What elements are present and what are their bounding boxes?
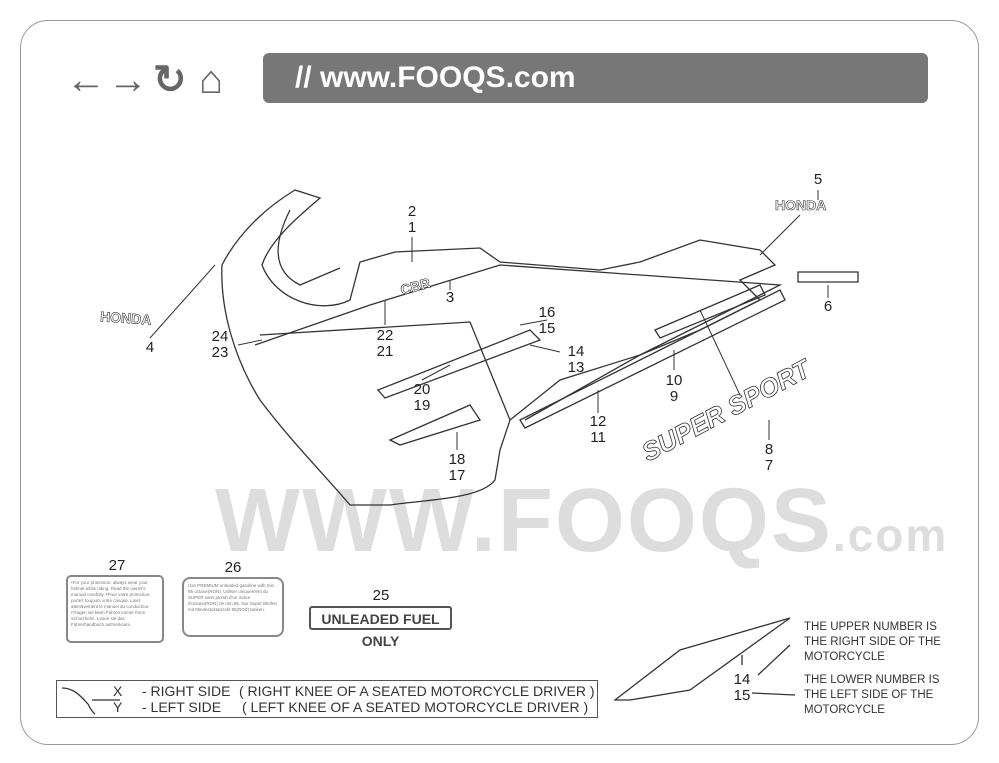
callout-2: 2 <box>407 203 417 220</box>
callout-19: 19 <box>413 397 431 414</box>
callout-11: 11 <box>590 429 606 446</box>
knee-icon <box>61 687 120 715</box>
callout-4: 4 <box>145 339 155 356</box>
honda-decal-left: HONDA <box>100 308 152 328</box>
callout-24: 24 <box>211 328 229 345</box>
callout-20: 20 <box>413 381 431 398</box>
callout-9: 9 <box>669 388 679 405</box>
home-icon[interactable]: ⌂ <box>199 58 224 102</box>
leader-lines <box>149 190 829 450</box>
callout-6: 6 <box>823 298 833 315</box>
fairing-inner <box>277 209 341 286</box>
callout-23: 23 <box>211 344 229 361</box>
callout-5: 5 <box>813 171 823 188</box>
side-legend <box>56 680 598 718</box>
arrow-right-icon[interactable]: → <box>108 58 148 102</box>
sample-stripe <box>613 617 791 701</box>
note-lower-number: 15 <box>733 687 751 704</box>
callout-27: 27 <box>108 557 126 574</box>
callout-10: 10 <box>665 372 683 389</box>
callout-26: 26 <box>224 559 242 576</box>
stripe-lower <box>259 321 511 421</box>
callout-14: 14 <box>567 343 585 360</box>
callout-21: 21 <box>376 343 394 360</box>
honda-decal-top: HONDA <box>775 197 826 213</box>
watermark-main: WWW.FOOQS <box>215 471 833 571</box>
callout-12: 12 <box>589 413 607 430</box>
stripe-18 <box>388 404 482 446</box>
super-sport-decal: SUPER SPORT <box>637 353 817 468</box>
fuel-octane-label: Use PREMIUM unleaded gasoline with min 9… <box>182 577 284 637</box>
note-upper-text: THE UPPER NUMBER IS THE RIGHT SIDE OF TH… <box>804 621 941 663</box>
callout-25: 25 <box>372 587 390 604</box>
watermark-suffix: .com <box>832 509 949 561</box>
note-upper-number: 14 <box>733 671 751 688</box>
legend-y-text: - LEFT SIDE <box>142 699 222 715</box>
helmet-warning-label: •For your protection, always wear your h… <box>66 575 164 643</box>
callout-3: 3 <box>445 289 455 306</box>
stripe-10 <box>654 284 766 339</box>
url-bar[interactable]: // www.FOOQS.com <box>263 53 928 103</box>
callout-13: 13 <box>567 359 585 376</box>
arrow-left-icon[interactable]: ← <box>66 58 106 102</box>
stripe-12 <box>519 289 786 429</box>
reload-icon[interactable]: ↻ <box>153 58 187 102</box>
decal-6 <box>797 271 859 283</box>
cbr-decal: CBR <box>399 275 432 298</box>
watermark: WWW.FOOQS.com <box>215 476 948 566</box>
legend-y-desc: ( LEFT KNEE OF A SEATED MOTORCYCLE DRIVE… <box>242 699 589 715</box>
callout-16: 16 <box>538 304 556 321</box>
frame <box>20 20 979 745</box>
callout-22: 22 <box>376 327 394 344</box>
callout-17: 17 <box>448 467 466 484</box>
callout-15: 15 <box>538 320 556 337</box>
legend-x-desc: ( RIGHT KNEE OF A SEATED MOTORCYCLE DRIV… <box>239 683 595 699</box>
legend-x: X <box>113 683 123 699</box>
callout-8: 8 <box>764 441 774 458</box>
callout-1: 1 <box>407 219 417 236</box>
callout-7: 7 <box>764 457 774 474</box>
fairing-outline <box>221 189 777 506</box>
stripe-20 <box>376 329 542 399</box>
callout-18: 18 <box>448 451 466 468</box>
legend-x-text: - RIGHT SIDE <box>142 683 231 699</box>
unleaded-fuel-label: UNLEADED FUEL ONLY <box>309 606 452 649</box>
legend-y: Y <box>113 699 123 715</box>
stripe-upper <box>254 264 783 421</box>
note-lower-text: THE LOWER NUMBER IS THE LEFT SIDE OF THE… <box>804 674 940 716</box>
